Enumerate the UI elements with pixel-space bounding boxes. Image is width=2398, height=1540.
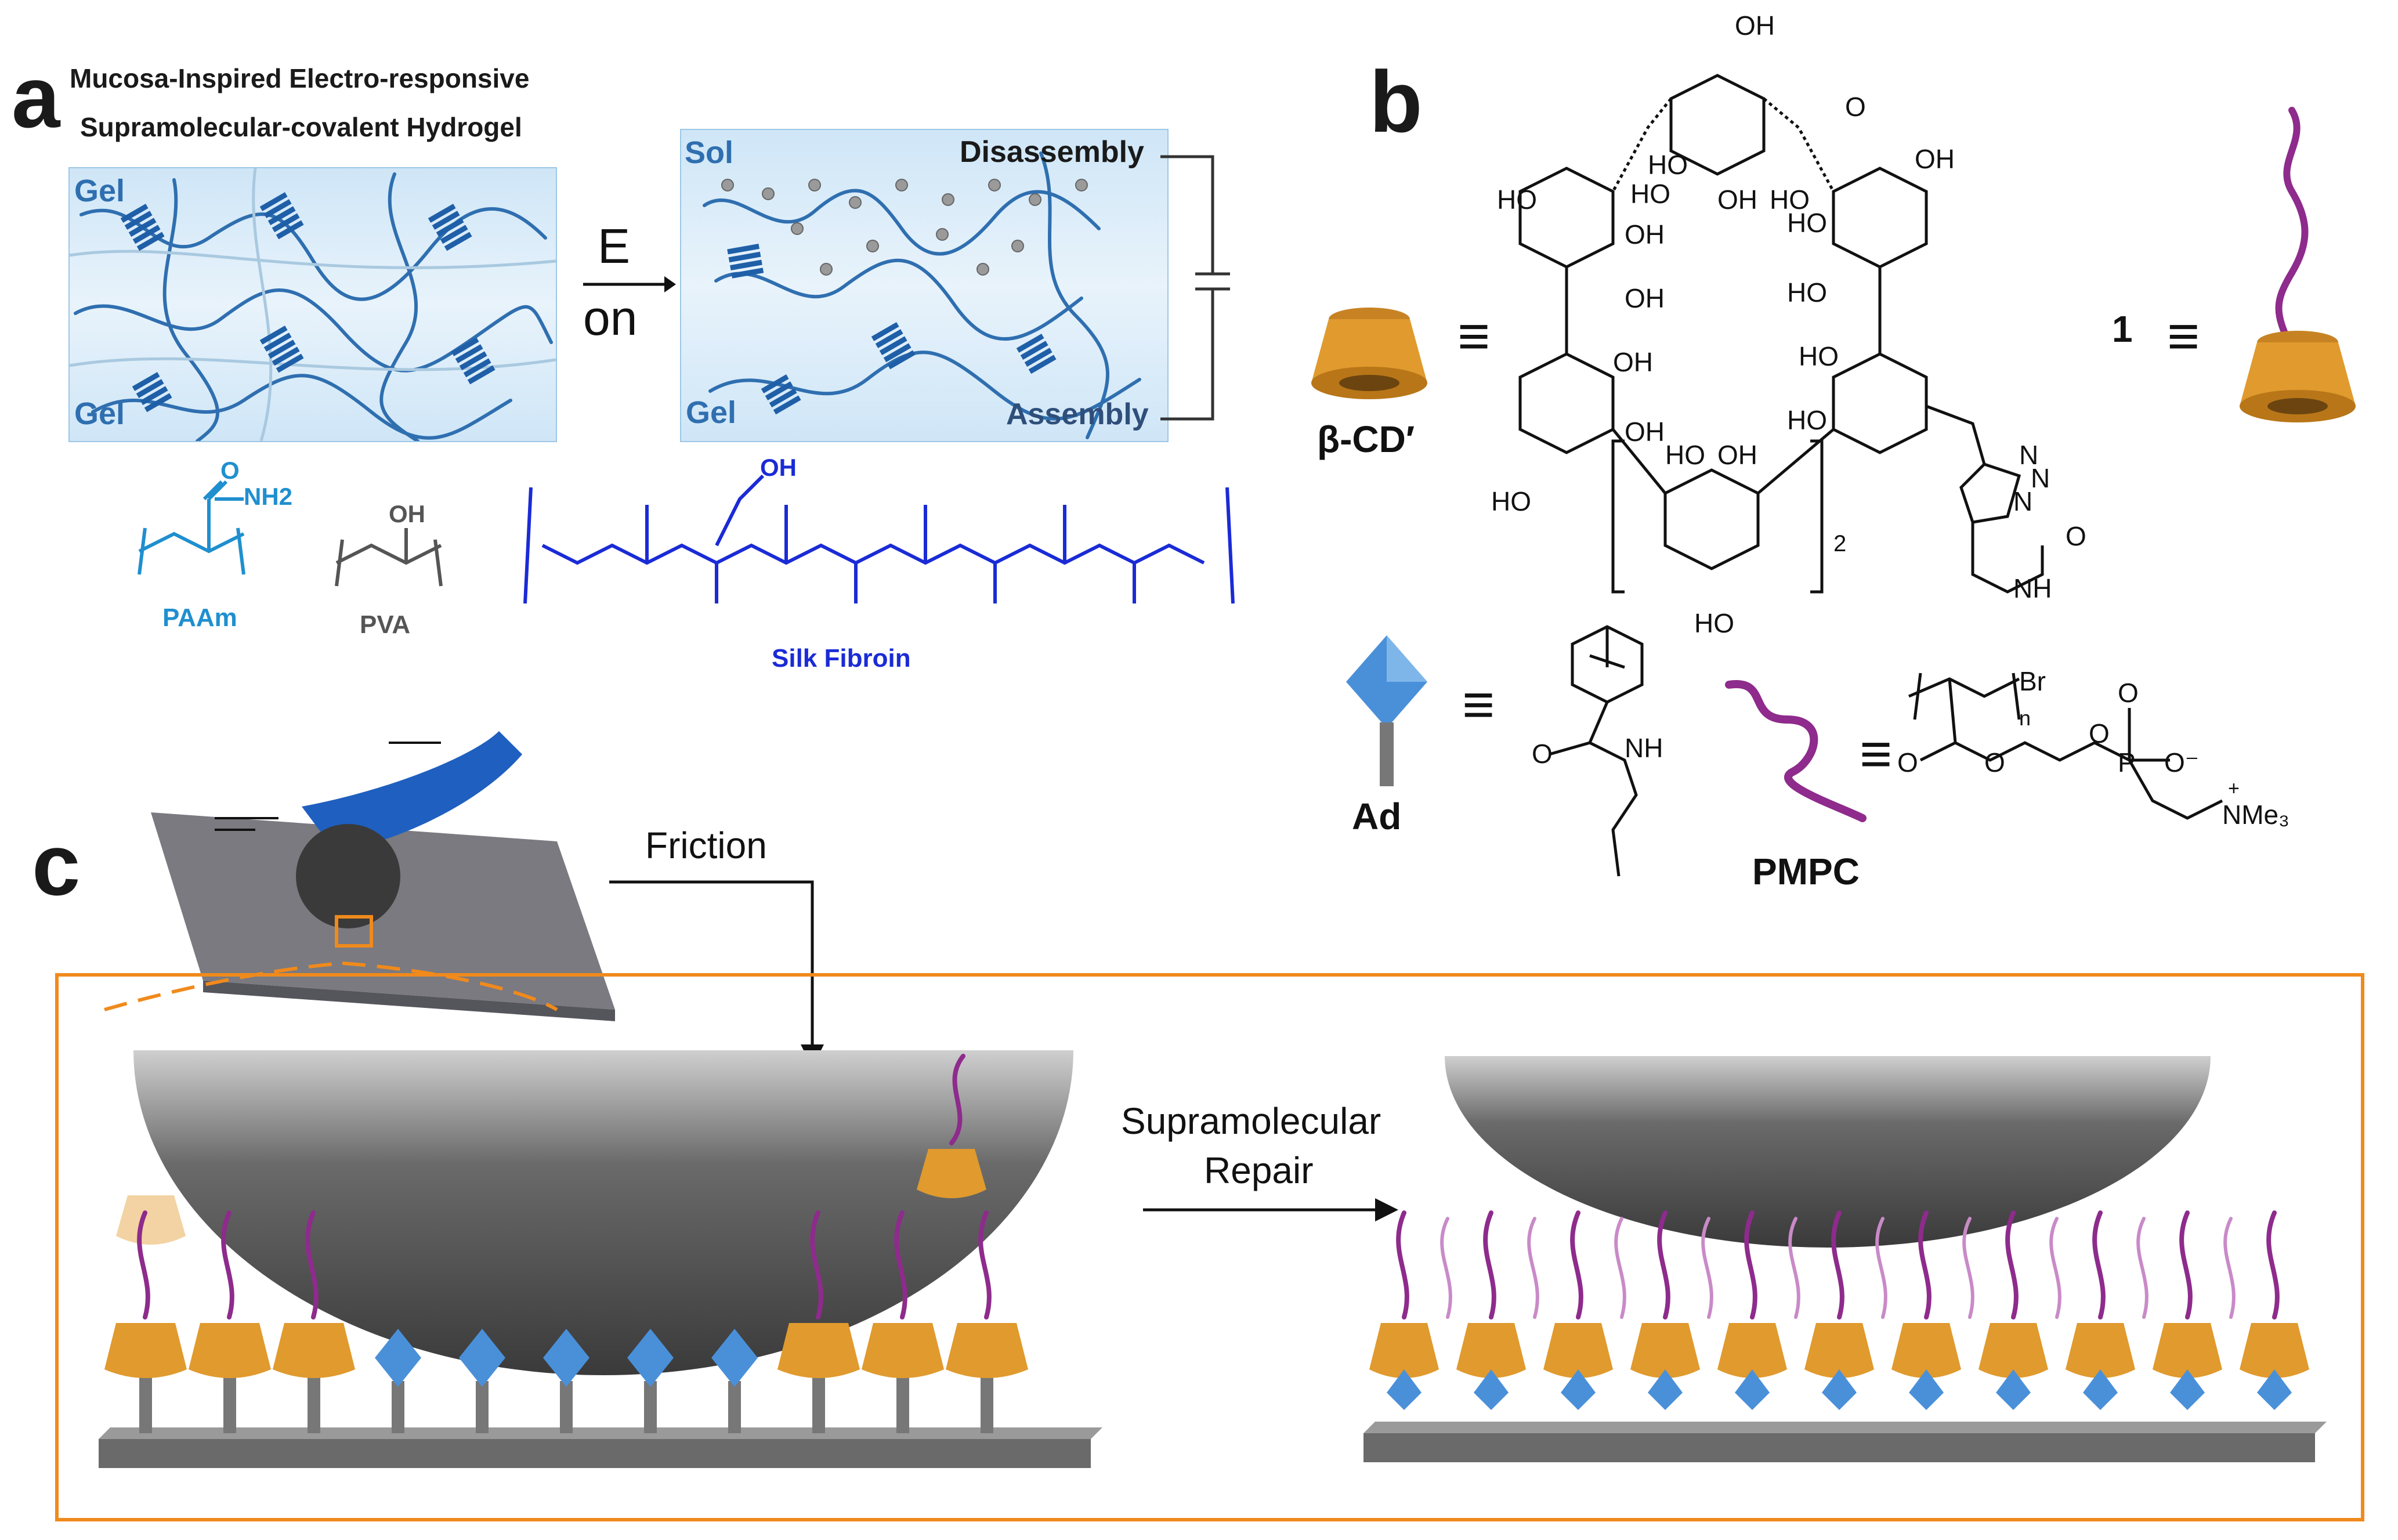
paam-label: PAAm [162,603,237,632]
gel-network-box-left: Gel Gel [68,167,557,442]
panel-c-letter: c [32,816,81,913]
svg-text:NMe₃: NMe₃ [2222,800,2290,830]
gel-network-box-right: Sol Disassembly Gel Assembly [680,129,1169,442]
svg-text:HO: HO [1497,185,1537,215]
assembly-label: Assembly [1006,397,1149,431]
beta-cd-label: β-CD′ [1317,418,1415,460]
svg-text:NH: NH [1625,733,1663,763]
panel-b-letter: b [1369,53,1423,150]
repair-arrow [1143,1198,1398,1221]
svg-text:O: O [1984,747,2005,778]
pmpc-label: PMPC [1752,851,1860,892]
svg-text:HO: HO [1799,341,1839,371]
svg-text:HO: HO [1787,208,1827,238]
svg-text:OH: OH [1717,185,1757,215]
gel-network-right-illustration [703,151,1141,439]
svg-text:OH: OH [1625,283,1665,313]
svg-text:OH: OH [1625,219,1665,250]
svg-text:O: O [2066,521,2086,551]
svg-text:O⁻: O⁻ [2164,747,2199,778]
compound-1-icon [2240,107,2356,422]
adamantane-structure: O NH [1532,625,1663,877]
svg-text:HO: HO [1787,405,1827,435]
arrow-on-label: on [583,291,638,345]
gel-bottom-label: Gel [74,396,125,431]
worn-surface-scene [99,1050,1102,1468]
pmpc-equiv: ≡ [1860,723,1893,785]
zoom-frame [55,973,2364,1521]
svg-text:OH: OH [1613,347,1653,377]
zoom-dashed-lines [104,961,558,1011]
gel-network-left-illustration [70,168,556,441]
paam-structure: NH2 O [138,457,292,575]
silk-fibroin-label: Silk Fibroin [772,644,911,673]
svg-text:NH: NH [2013,573,2052,603]
beta-cd-cup-icon [1311,308,1427,399]
repaired-surface-scene [1363,1056,2327,1462]
panel-a-title-line2: Supramolecular-covalent Hydrogel [80,112,522,142]
svg-text:HO: HO [1630,179,1670,209]
svg-text:O: O [1897,747,1918,778]
svg-text:HO: HO [1491,486,1531,516]
pmpc-structure: Br n O O P O O⁻ O NMe₃ + [1897,666,2290,830]
svg-text:O: O [1532,739,1553,769]
svg-text:O: O [1845,92,1866,122]
svg-text:O: O [2118,678,2139,708]
gel-top-label: Gel [74,173,125,208]
svg-text:N: N [2019,440,2038,470]
svg-text:Br: Br [2019,666,2046,696]
svg-text:HO: HO [1770,185,1810,215]
svg-text:O: O [220,457,240,484]
beta-cd-equiv: ≡ [1457,305,1491,367]
svg-text:HO: HO [1694,608,1734,638]
svg-text:OH: OH [1915,144,1955,174]
svg-text:HO: HO [1648,150,1688,180]
disassembly-label: Disassembly [960,135,1144,169]
silk-oh-label: OH [760,454,797,481]
svg-text:n: n [2019,706,2031,730]
e-on-arrow [583,276,676,292]
panel-a-letter: a [12,48,60,146]
compound-1-label: 1 [2112,308,2133,350]
electrode-circuit [1160,155,1230,421]
repair-label-line2: Repair [1204,1149,1314,1191]
repair-label-line1: Supramolecular [1121,1100,1381,1142]
adamantane-icon [1346,635,1427,786]
svg-text:OH: OH [1625,417,1665,447]
friction-label: Friction [645,825,767,866]
svg-text:OH: OH [1735,10,1775,41]
ad-label: Ad [1352,796,1402,837]
svg-text:HO: HO [1665,440,1705,470]
pva-structure: OH [335,500,443,587]
repeat-subscript: 2 [1833,531,1846,556]
pva-group-label: OH [389,500,425,527]
svg-text:OH: OH [1717,440,1757,470]
friction-probe-illustration [151,731,615,1021]
sol-label: Sol [685,135,734,170]
svg-text:N: N [2031,463,2050,493]
ad-equiv: ≡ [1462,674,1495,736]
svg-text:O: O [2089,718,2110,749]
compound-1-equiv: ≡ [2167,305,2200,367]
arrow-e-label: E [598,219,631,273]
svg-text:HO: HO [1787,277,1827,308]
pmpc-chain-icon [1725,680,1867,822]
panel-a-title-line1: Mucosa-Inspired Electro-responsive [70,63,530,93]
pva-label: PVA [360,610,411,639]
svg-text:N: N [2013,486,2032,516]
paam-group-label: NH2 [244,483,292,510]
silk-fibroin-structure: OH [523,454,1235,604]
beta-cd-structure: OH HO HO OH HO O OH HO HO HO OH OH OH OH… [1491,10,2086,638]
svg-text:P: P [2118,747,2136,778]
svg-text:+: + [2228,778,2240,800]
gel-right-label: Gel [686,395,737,430]
